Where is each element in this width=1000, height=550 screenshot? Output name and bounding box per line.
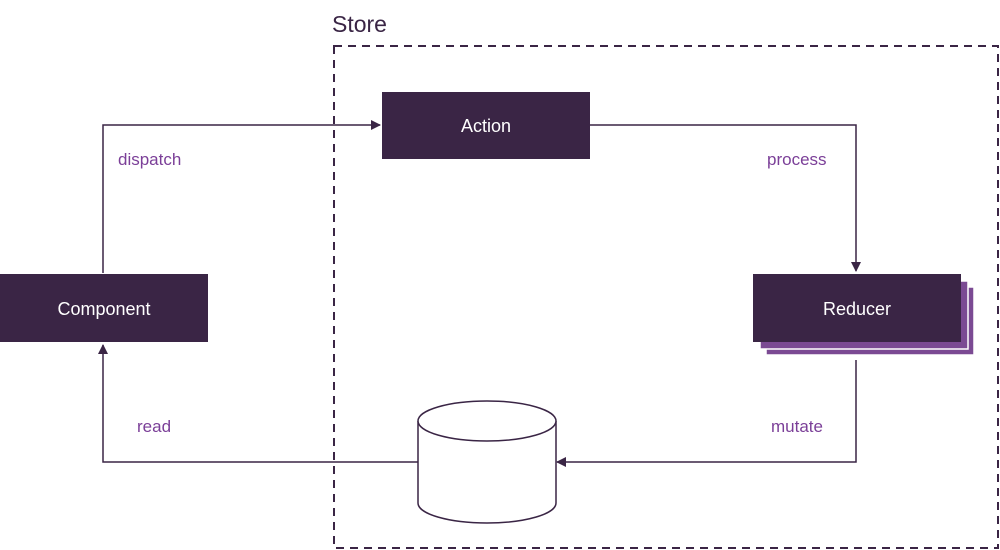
database-top (417, 400, 557, 442)
edge-process (590, 124, 861, 272)
component-node: Component (0, 274, 208, 342)
action-box (382, 92, 590, 159)
edge-label-mutate: mutate (771, 417, 823, 436)
reducer-label: Reducer (823, 299, 891, 319)
component-label: Component (57, 299, 150, 319)
edge-label-read: read (137, 417, 171, 436)
edge-dispatch (102, 120, 381, 273)
edge-label-dispatch: dispatch (118, 150, 181, 169)
edge-label-process: process (767, 150, 827, 169)
reducer-node: Reducer (753, 274, 975, 356)
reducer-box (753, 274, 961, 342)
action-label: Action (461, 116, 511, 136)
store-title: Store (332, 11, 387, 37)
database-body (417, 421, 557, 524)
edge-read (98, 344, 418, 463)
edge-mutate (556, 360, 857, 467)
action-node: Action (382, 92, 590, 159)
component-box (0, 274, 208, 342)
state-database-icon (417, 400, 557, 524)
store-boundary (333, 45, 999, 549)
